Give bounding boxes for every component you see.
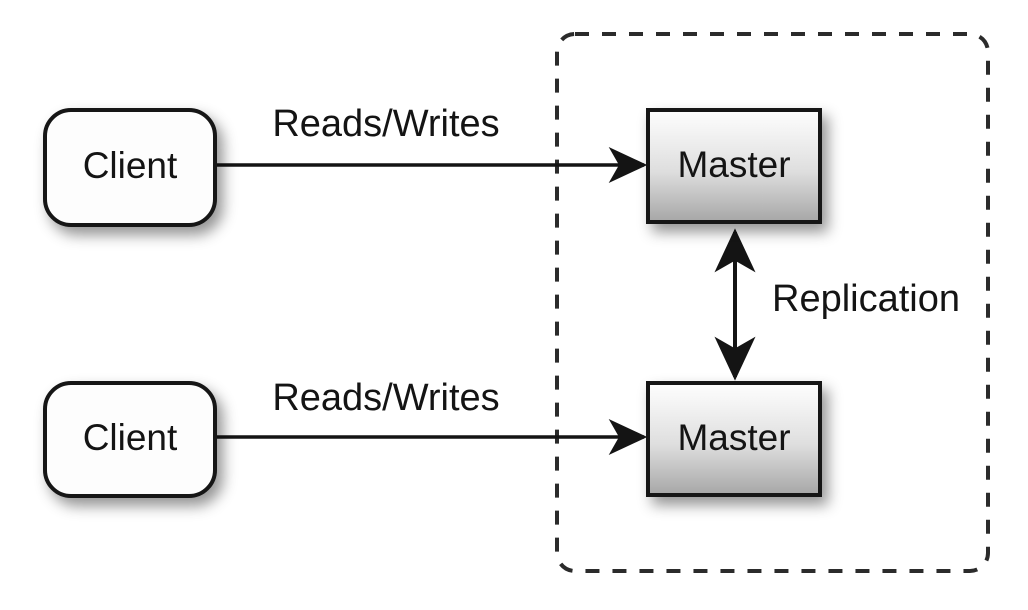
client-bottom-label: Client <box>83 417 178 458</box>
edge-label-replication: Replication <box>772 278 960 320</box>
client-top-label: Client <box>83 145 178 186</box>
master-bottom-shape[interactable] <box>646 381 822 497</box>
edge-label-reads-writes-top: Reads/Writes <box>272 103 499 145</box>
replication-cluster-boundary <box>555 32 990 573</box>
node-client-top[interactable]: Client <box>43 108 217 227</box>
node-client-bottom[interactable]: Client <box>43 381 217 498</box>
node-master-top[interactable]: Master <box>646 108 822 224</box>
master-top-label: Master <box>677 144 790 185</box>
edge-label-reads-writes-bottom: Reads/Writes <box>272 377 499 419</box>
master-bottom-label: Master <box>677 417 790 458</box>
client-top-shape[interactable] <box>43 108 217 227</box>
client-bottom-shape[interactable] <box>43 381 217 498</box>
node-master-bottom[interactable]: Master <box>646 381 822 497</box>
master-top-shape[interactable] <box>646 108 822 224</box>
